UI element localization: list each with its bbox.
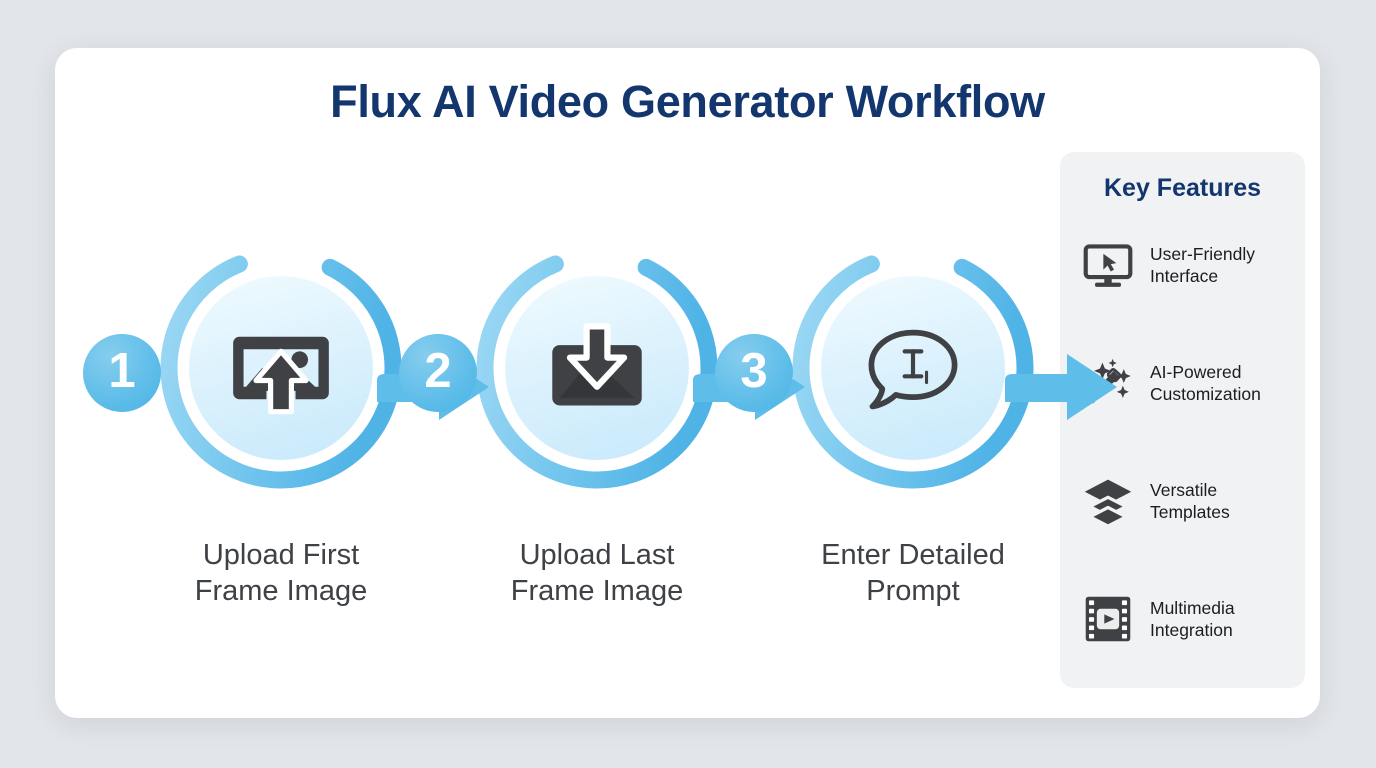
image-download-icon — [552, 323, 642, 406]
key-features-list: User-Friendly Interface — [1060, 226, 1305, 658]
feature-label-line1: Multimedia — [1150, 597, 1235, 618]
step-3-label-line1: Enter Detailed — [821, 539, 1005, 571]
step-3-label: Enter Detailed Prompt — [755, 538, 1071, 610]
step-2-label-line2: Frame Image — [510, 574, 684, 607]
feature-item-user-friendly-interface[interactable]: User-Friendly Interface — [1060, 226, 1305, 304]
step-ring-icon — [476, 247, 718, 489]
feature-label-line2: Templates — [1150, 502, 1230, 522]
step-2-number-badge: 2 — [399, 334, 477, 412]
step-2-label-line1: Upload Last — [519, 539, 675, 571]
workflow-step-1[interactable]: 1 Upload First Frame Image — [83, 238, 439, 698]
arrow-right-icon — [1005, 354, 1117, 420]
step-2-circle — [467, 238, 727, 498]
step-3-label-line2: Prompt — [866, 574, 960, 607]
step-3-number: 3 — [740, 344, 768, 398]
step-1-label-line2: Frame Image — [194, 574, 368, 607]
step-ring-icon — [792, 247, 1034, 489]
monitor-cursor-icon — [1080, 237, 1136, 293]
step-1-number-badge: 1 — [83, 334, 161, 412]
feature-label-line1: User-Friendly — [1150, 243, 1256, 264]
speech-bubble-text-cursor-icon — [868, 329, 958, 410]
main-card: Flux AI Video Generator Workflow — [55, 48, 1320, 718]
page-title: Flux AI Video Generator Workflow — [330, 76, 1045, 127]
workflow-step-2[interactable]: 2 Upload Last Frame Image — [399, 238, 755, 698]
step-1-number: 1 — [108, 344, 136, 398]
feature-label-line1: Versatile — [1150, 479, 1218, 500]
feature-label-line2: Integration — [1150, 620, 1233, 640]
image-upload-icon — [233, 336, 329, 415]
film-strip-play-icon — [1080, 591, 1136, 647]
layers-stack-icon — [1080, 473, 1136, 529]
step-1-circle — [151, 238, 411, 498]
step-1-label-line1: Upload First — [202, 539, 360, 571]
feature-label-line2: Interface — [1150, 266, 1219, 286]
feature-label-multimedia-integration: Multimedia Integration — [1150, 597, 1235, 642]
workflow-step-3[interactable]: 3 Enter Detailed Prompt — [715, 238, 1071, 698]
step-1-label: Upload First Frame Image — [123, 538, 439, 610]
feature-item-versatile-templates[interactable]: Versatile Templates — [1060, 462, 1305, 540]
step-3-number-badge: 3 — [715, 334, 793, 412]
step-2-label: Upload Last Frame Image — [439, 538, 755, 610]
feature-label-line1: AI-Powered — [1150, 361, 1242, 382]
key-features-panel: Key Features User-Friendly Interface — [1060, 152, 1305, 688]
step-ring-icon — [160, 247, 402, 489]
feature-label-user-friendly-interface: User-Friendly Interface — [1150, 243, 1255, 288]
feature-item-multimedia-integration[interactable]: Multimedia Integration — [1060, 580, 1305, 658]
workflow-steps: 1 Upload First Frame Image — [75, 238, 1117, 698]
feature-label-ai-powered-customization: AI-Powered Customization — [1150, 361, 1261, 406]
arrow-step3-to-output — [1005, 346, 1123, 428]
step-3-circle — [783, 238, 1043, 498]
key-features-title: Key Features — [1103, 174, 1262, 202]
step-2-number: 2 — [424, 344, 452, 398]
feature-label-versatile-templates: Versatile Templates — [1150, 479, 1230, 524]
feature-label-line2: Customization — [1150, 384, 1261, 404]
